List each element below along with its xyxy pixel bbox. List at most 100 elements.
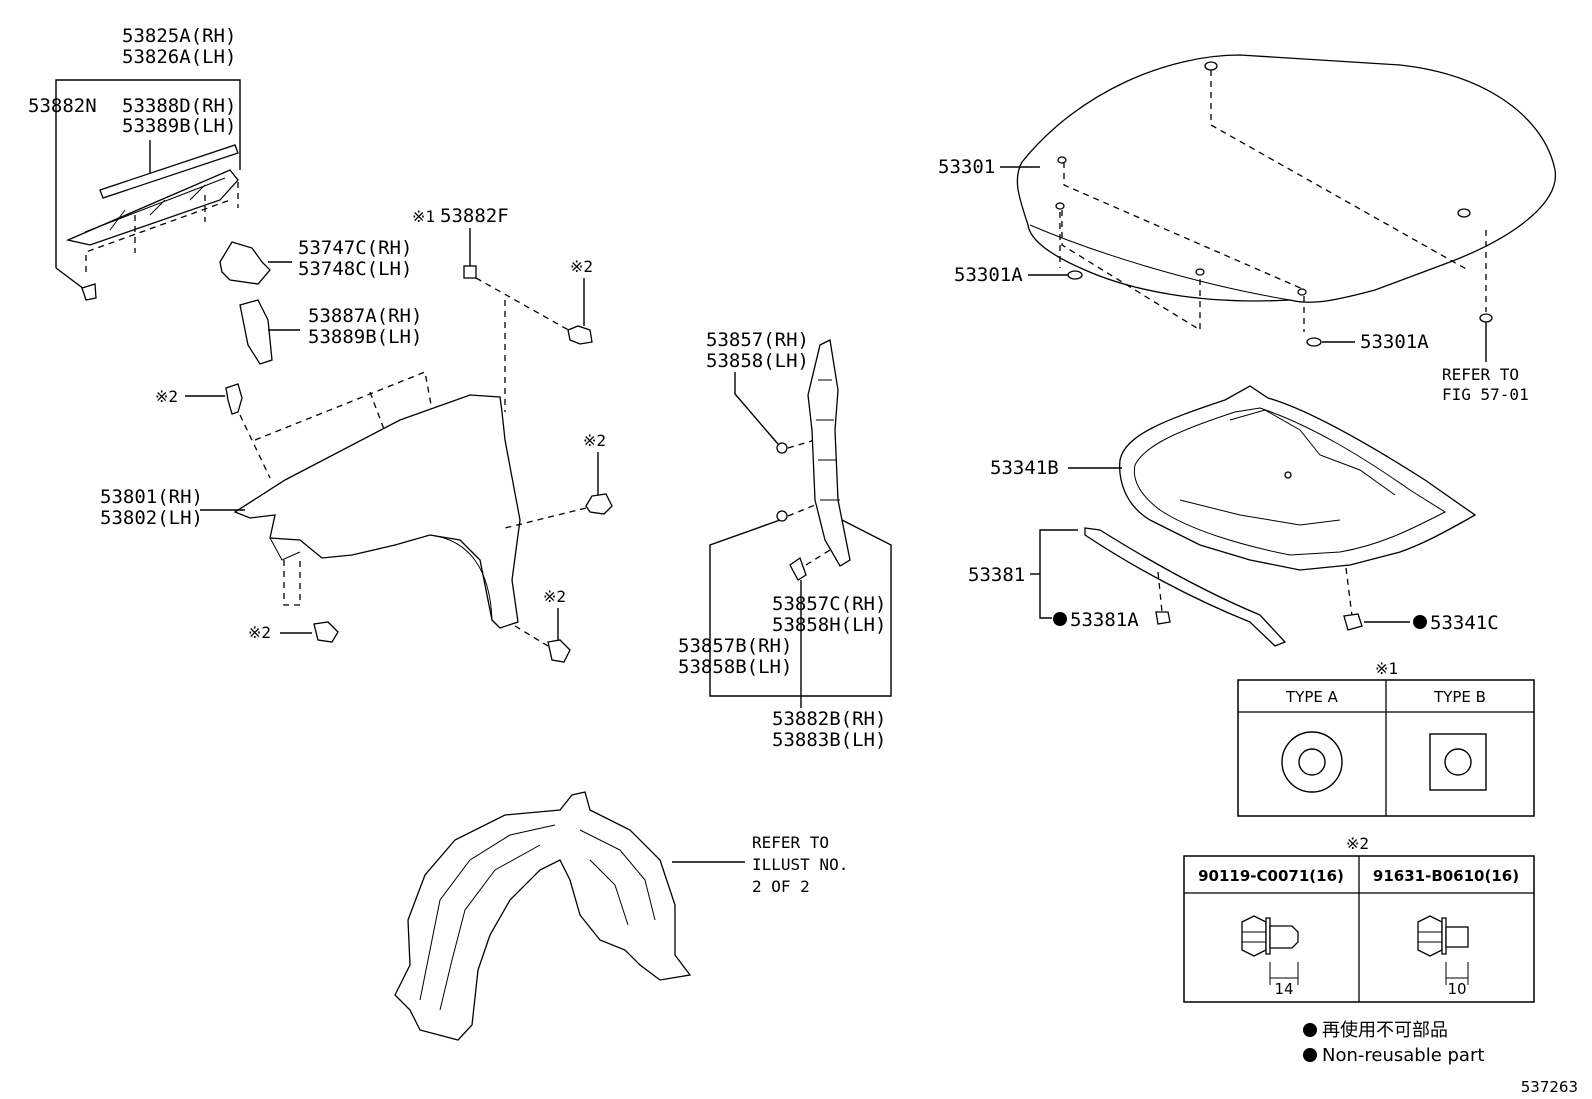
type-a-washer-inner — [1298, 748, 1326, 776]
legend-jp[interactable]: 再使用不可部品 — [1322, 1020, 1448, 1041]
leader-cowl-bracket — [55, 79, 241, 268]
mark2-b[interactable]: ※2 — [155, 387, 178, 406]
mark2-a[interactable]: ※2 — [570, 257, 593, 276]
table2-dim1[interactable]: 14 — [1274, 980, 1293, 998]
bolt-a — [567, 325, 593, 345]
mark2-d[interactable]: ※2 — [248, 623, 271, 642]
bolt-e — [547, 639, 571, 663]
insulator-detail — [1179, 409, 1396, 526]
figure-number[interactable]: 537263 — [1521, 1078, 1578, 1096]
insulator-inner-edge — [1133, 407, 1447, 556]
mark2-c[interactable]: ※2 — [583, 431, 606, 450]
label-53381A[interactable]: 53381A — [1070, 609, 1139, 631]
label-53341B[interactable]: 53341B — [990, 457, 1059, 479]
insulator-53341B — [1119, 385, 1477, 571]
bracket-group: 53857(RH) 53858(LH) 53857C(RH) 53858H(LH… — [678, 329, 892, 751]
non-reusable-dot-53381A — [1053, 612, 1067, 626]
bolt-c — [585, 493, 613, 515]
hood-seal-group: 53381 53381A — [968, 527, 1287, 647]
hood-hole-3 — [1055, 202, 1065, 210]
label-53882N[interactable]: 53882N — [28, 95, 97, 117]
cowl-seal-group: 53825A(RH) 53826A(LH) 53882N 53388D(RH) … — [28, 25, 241, 301]
label-53301A-left[interactable]: 53301A — [954, 264, 1023, 286]
legend-en[interactable]: Non-reusable part — [1322, 1045, 1484, 1066]
label-53858[interactable]: 53858(LH) — [706, 350, 809, 372]
label-53889B[interactable]: 53889B(LH) — [308, 326, 422, 348]
mark-53882F[interactable]: ※1 — [412, 207, 435, 226]
bolt-b — [225, 383, 243, 415]
legend-dot-jp — [1303, 1023, 1317, 1037]
label-53389B[interactable]: 53389B(LH) — [122, 115, 236, 137]
hood-hole-5 — [1195, 268, 1205, 276]
refer-fig-2[interactable]: FIG 57-01 — [1442, 385, 1529, 404]
table1-type-a[interactable]: TYPE A — [1285, 688, 1339, 706]
bolt-91631-icon — [1417, 915, 1469, 985]
refer-illust-2[interactable]: ILLUST NO. — [752, 855, 848, 874]
bolt-d — [313, 621, 339, 643]
label-53857[interactable]: 53857(RH) — [706, 329, 809, 351]
label-53341C[interactable]: 53341C — [1430, 612, 1499, 634]
wheel-liner-detail — [419, 824, 656, 1011]
label-53882F[interactable]: 53882F — [440, 205, 509, 227]
label-53858H[interactable]: 53858H(LH) — [772, 614, 886, 636]
bracket-detail — [816, 379, 840, 501]
label-53857B[interactable]: 53857B(RH) — [678, 635, 792, 657]
dash-bolt-d — [283, 560, 301, 606]
table2-mark[interactable]: ※2 — [1346, 834, 1369, 853]
label-53381[interactable]: 53381 — [968, 564, 1025, 586]
table1-mark[interactable]: ※1 — [1375, 659, 1398, 678]
bolt-90119-icon — [1241, 915, 1299, 985]
legend: 再使用不可部品 Non-reusable part — [1303, 1020, 1484, 1066]
label-53388D[interactable]: 53388D(RH) — [122, 95, 236, 117]
table2-col1[interactable]: 90119-C0071(16) — [1198, 867, 1344, 885]
hood-hole-1 — [1204, 61, 1218, 71]
hood-front-edge — [1029, 224, 1291, 301]
bracket-53857B — [807, 339, 851, 567]
label-53301A-right[interactable]: 53301A — [1360, 331, 1429, 353]
dash-bolt-c — [504, 507, 587, 529]
label-53802[interactable]: 53802(LH) — [100, 507, 203, 529]
seal-53747C — [219, 241, 271, 285]
dash-cowl-1 — [85, 199, 231, 272]
cowl-panel-detail — [84, 177, 226, 233]
hood-53301 — [1016, 54, 1557, 303]
clip-53857B — [776, 510, 788, 522]
table1-type-b[interactable]: TYPE B — [1433, 688, 1486, 706]
clip-53857 — [776, 442, 788, 454]
leader-53857 — [734, 372, 779, 445]
refer-fig-1[interactable]: REFER TO — [1442, 365, 1519, 384]
nut-53882F — [463, 265, 477, 279]
table2-dim2[interactable]: 10 — [1447, 980, 1466, 998]
label-53301[interactable]: 53301 — [938, 156, 995, 178]
hood-group: 53301 53301A 53301A REFER TO FIG 57-01 — [938, 54, 1557, 404]
wheel-liner — [394, 791, 692, 1041]
clip-53381A — [1155, 611, 1171, 625]
bumper-rear — [1479, 313, 1493, 323]
type-table: ※1 TYPE A TYPE B — [1237, 659, 1535, 817]
refer-illust-1[interactable]: REFER TO — [752, 833, 829, 852]
mark2-e[interactable]: ※2 — [543, 587, 566, 606]
dash-bolt-b — [239, 414, 271, 479]
label-53882B[interactable]: 53882B(RH) — [772, 708, 886, 730]
clip-53857C — [789, 556, 807, 581]
table2-col2[interactable]: 91631-B0610(16) — [1373, 867, 1519, 885]
dash-53857B — [787, 504, 816, 517]
dash-bolt-e — [514, 625, 549, 647]
hood-hole-6 — [1297, 288, 1307, 296]
label-53801[interactable]: 53801(RH) — [100, 486, 203, 508]
dash-hood-1 — [1210, 70, 1469, 271]
dash-53857C — [805, 549, 831, 566]
label-53883B[interactable]: 53883B(LH) — [772, 729, 886, 751]
bumper-53301A-right — [1306, 337, 1322, 347]
label-53858B[interactable]: 53858B(LH) — [678, 656, 792, 678]
label-53748C[interactable]: 53748C(LH) — [298, 258, 412, 280]
refer-illust-3[interactable]: 2 OF 2 — [752, 877, 810, 896]
label-53826A[interactable]: 53826A(LH) — [122, 46, 236, 68]
label-53887A[interactable]: 53887A(RH) — [308, 305, 422, 327]
label-53857C[interactable]: 53857C(RH) — [772, 593, 886, 615]
label-53747C[interactable]: 53747C(RH) — [298, 237, 412, 259]
dash-hood-3 — [1061, 210, 1201, 332]
dash-hood-2 — [1063, 162, 1306, 291]
label-53825A[interactable]: 53825A(RH) — [122, 25, 236, 47]
